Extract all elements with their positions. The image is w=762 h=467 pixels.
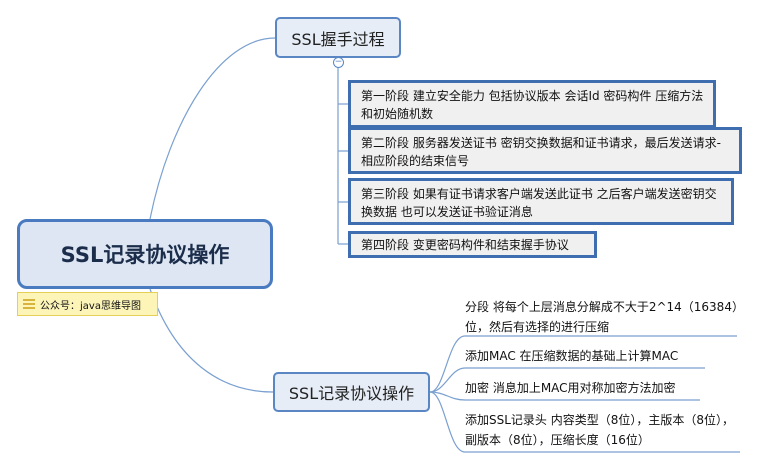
leaf-add-mac-label: 添加MAC 在压缩数据的基础上计算MAC (465, 349, 679, 363)
subtopic-phase-2[interactable]: 第二阶段 服务器发送证书 密钥交换数据和证书请求，最后发送请求-相应阶段的结束信… (348, 127, 742, 174)
note-label: 公众号：java思维导图 (17, 292, 158, 316)
leaf-add-header[interactable]: 添加SSL记录头 内容类型（8位），主版本（8位），副版本（8位），压缩长度（1… (465, 410, 745, 450)
subtopic-phase-1-label: 第一阶段 建立安全能力 包括协议版本 会话Id 密码构件 压缩方法和初始随机数 (361, 89, 704, 121)
leaf-encrypt-label: 加密 消息加上MAC用对称加密方法加密 (465, 381, 676, 395)
connector-record-4 (429, 391, 740, 453)
note-icon (23, 299, 35, 309)
root-topic-label: SSL记录协议操作 (60, 243, 230, 267)
subtopic-phase-2-label: 第二阶段 服务器发送证书 密钥交换数据和证书请求，最后发送请求-相应阶段的结束信… (361, 136, 721, 168)
note-text: 公众号：java思维导图 (40, 300, 141, 312)
leaf-fragment-label: 分段 将每个上层消息分解成不大于2^14（16384）位，然后有选择的进行压缩 (465, 300, 744, 334)
connector-record-2 (429, 367, 705, 393)
collapse-toggle-icon[interactable]: − (333, 57, 344, 68)
connector-root-handshake (149, 37, 276, 220)
subtopic-phase-4-label: 第四阶段 变更密码构件和结束握手协议 (361, 238, 569, 252)
subtopic-phase-1[interactable]: 第一阶段 建立安全能力 包括协议版本 会话Id 密码构件 压缩方法和初始随机数 (348, 80, 716, 128)
subtopic-phase-3[interactable]: 第三阶段 如果有证书请求客户端发送此证书 之后客户端发送密钥交换数据 也可以发送… (348, 178, 734, 225)
connector-record-3 (429, 391, 700, 401)
topic-handshake-label: SSL握手过程 (291, 29, 385, 49)
connector-root-record (149, 288, 274, 393)
subtopic-phase-4[interactable]: 第四阶段 变更密码构件和结束握手协议 (348, 231, 597, 258)
topic-record-label: SSL记录协议操作 (288, 384, 415, 403)
leaf-add-header-label: 添加SSL记录头 内容类型（8位），主版本（8位），副版本（8位），压缩长度（1… (465, 413, 735, 447)
root-topic[interactable]: SSL记录协议操作 (17, 219, 273, 289)
connector-record-1 (429, 335, 737, 393)
subtopic-phase-3-label: 第三阶段 如果有证书请求客户端发送此证书 之后客户端发送密钥交换数据 也可以发送… (361, 187, 717, 219)
leaf-fragment[interactable]: 分段 将每个上层消息分解成不大于2^14（16384）位，然后有选择的进行压缩 (465, 297, 745, 337)
leaf-add-mac[interactable]: 添加MAC 在压缩数据的基础上计算MAC (465, 346, 745, 366)
topic-handshake[interactable]: SSL握手过程 (275, 17, 401, 58)
topic-record[interactable]: SSL记录协议操作 (273, 372, 430, 412)
leaf-encrypt[interactable]: 加密 消息加上MAC用对称加密方法加密 (465, 378, 745, 398)
